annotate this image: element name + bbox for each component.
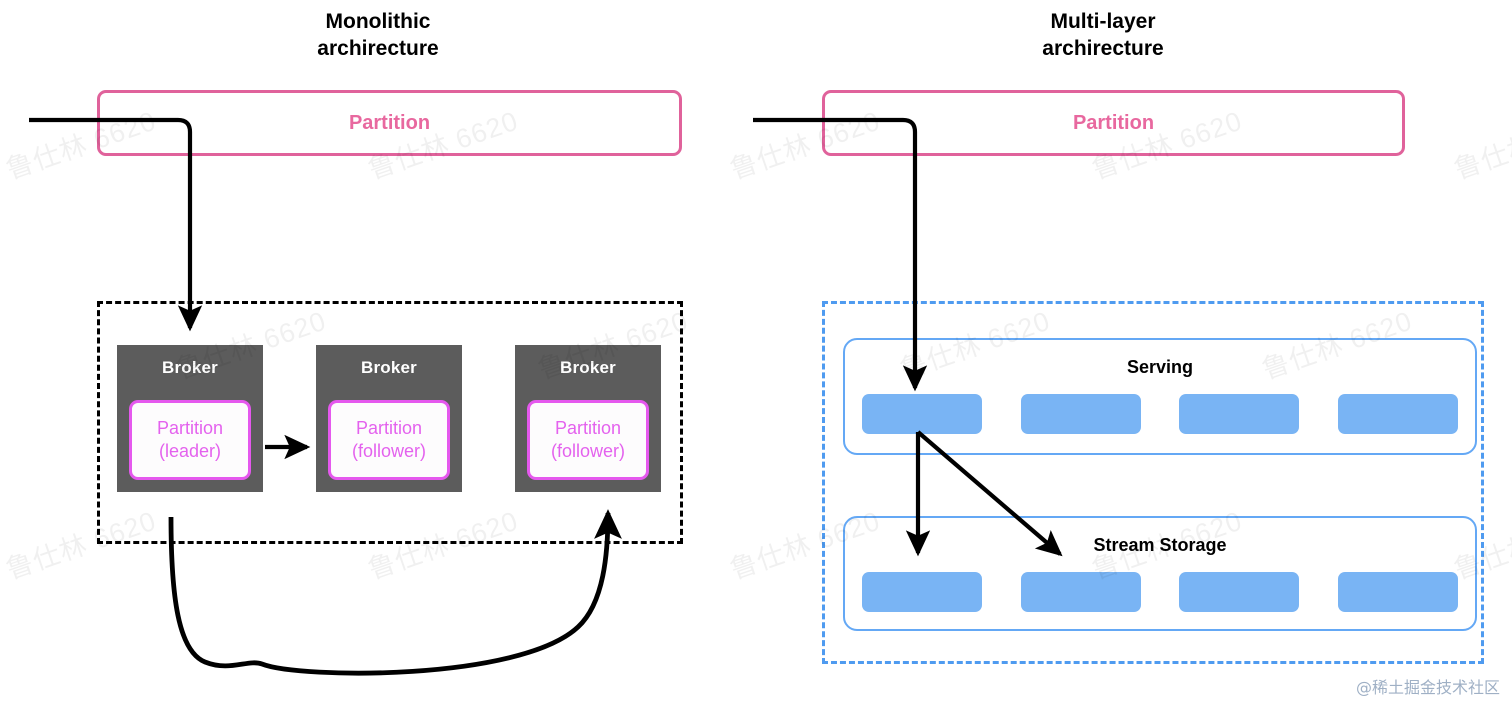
right-partition-bar-label: Partition (1072, 111, 1155, 134)
broker-node-1-title: Broker (360, 358, 417, 377)
watermark-tile: 鲁仕林 6620 (894, 699, 1055, 704)
serving-slot-3 (1337, 394, 1458, 434)
serving-slot-2 (1179, 394, 1300, 434)
left-partition-bar: Partition (97, 90, 682, 156)
watermark-tile: 鲁仕林 6620 (532, 699, 693, 704)
broker-node-1-partition-line-2: (follower) (351, 441, 426, 461)
broker-node-2: Broker Partition (follower) (515, 345, 661, 492)
storage-slot-0 (862, 572, 982, 612)
broker-node-0-partition: Partition (leader) (129, 400, 251, 480)
stream-storage-layer-group: Stream Storage (843, 516, 1477, 631)
left-diagram-title: Monolithic archirecture (228, 8, 528, 62)
broker-node-1-partition-line-1: Partition (355, 418, 423, 438)
serving-layer-slots (862, 394, 1458, 434)
multilayer-cluster (822, 301, 1484, 664)
storage-slot-2 (1179, 572, 1300, 612)
left-title-line-1: Monolithic (325, 10, 431, 33)
broker-node-0-partition-line-1: Partition (156, 418, 224, 438)
watermark-tile: 鲁仕林 6620 (1256, 699, 1417, 704)
left-title-line-2: archirecture (317, 37, 439, 60)
broker-node-1-partition: Partition (follower) (328, 400, 450, 480)
serving-slot-1 (1020, 394, 1141, 434)
broker-node-1: Broker Partition (follower) (316, 345, 462, 492)
broker-node-2-partition-line-2: (follower) (550, 441, 625, 461)
storage-slot-1 (1020, 572, 1141, 612)
broker-node-2-partition: Partition (follower) (527, 400, 649, 480)
broker-node-2-partition-line-1: Partition (554, 418, 622, 438)
broker-node-0: Broker Partition (leader) (117, 345, 263, 492)
right-title-line-2: archirecture (1042, 37, 1164, 60)
serving-layer-title: Serving (1126, 357, 1194, 377)
stream-storage-layer-slots (862, 572, 1458, 612)
serving-slot-0 (862, 394, 982, 434)
right-title-line-1: Multi-layer (1050, 10, 1156, 33)
storage-slot-3 (1337, 572, 1458, 612)
serving-layer-group: Serving (843, 338, 1477, 455)
broker-node-0-title: Broker (161, 358, 218, 377)
broker-node-0-partition-line-2: (leader) (158, 441, 222, 461)
right-diagram-title: Multi-layer archirecture (953, 8, 1253, 62)
broker-node-2-title: Broker (559, 358, 616, 377)
left-partition-bar-label: Partition (348, 111, 431, 134)
right-partition-bar: Partition (822, 90, 1405, 156)
watermark-tile: 鲁仕林 6620 (170, 699, 331, 704)
watermark-tile: 鲁仕林 6620 (1450, 106, 1512, 185)
corner-watermark: @稀土掘金技术社区 (1355, 678, 1500, 697)
stream-storage-layer-title: Stream Storage (1093, 535, 1227, 555)
